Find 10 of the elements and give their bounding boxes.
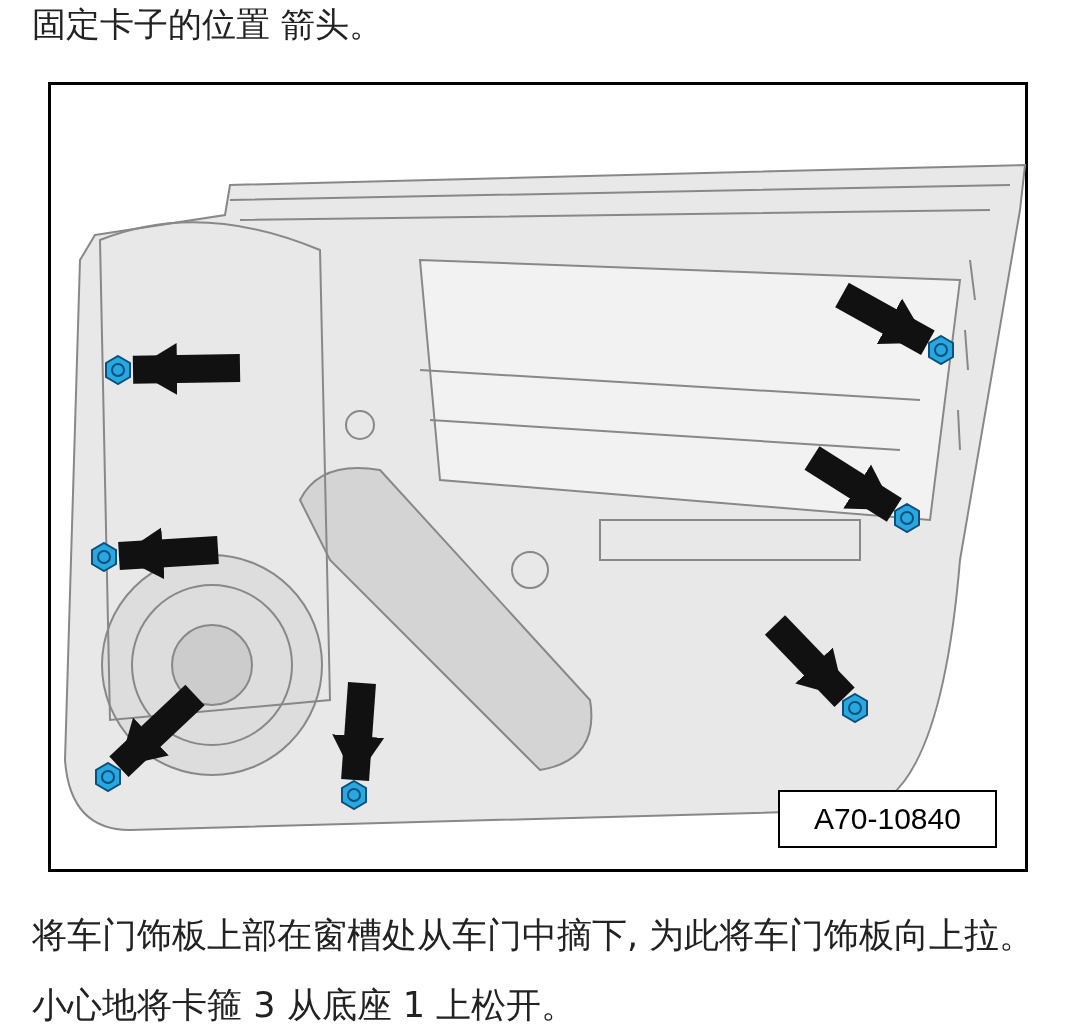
arrow (764, 615, 855, 707)
arrow (109, 684, 205, 777)
arrow (804, 446, 902, 522)
caption-text: 将车门饰板上部在窗槽处从车门中摘下, 为此将车门饰板向上拉。小心地将卡箍 3 从底座 1 上松开。 (32, 914, 1036, 1027)
arrow (835, 282, 935, 355)
heading: 固定卡子的位置 箭头。 (32, 3, 383, 46)
figure-number: A70-10840 (778, 790, 997, 848)
arrow (332, 682, 385, 782)
arrow (118, 527, 219, 580)
arrow (132, 343, 241, 396)
